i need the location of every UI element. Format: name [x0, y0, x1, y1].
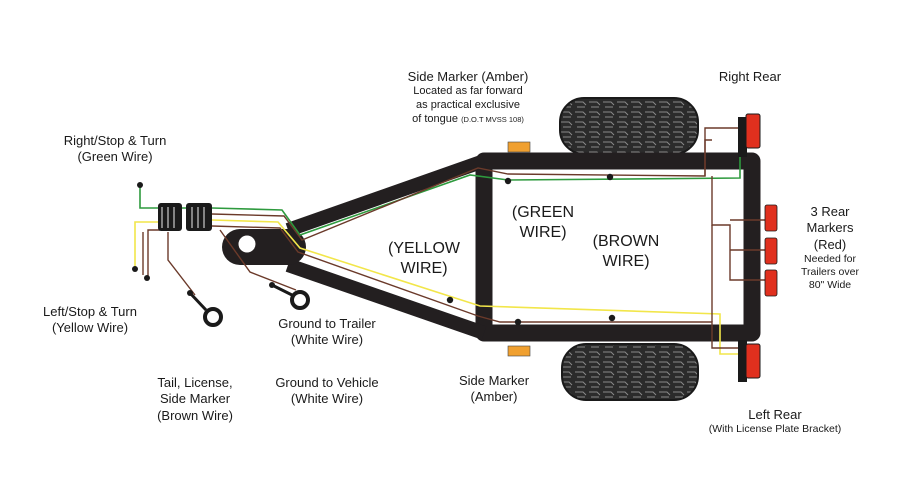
- rear-marker-lamps-red: [764, 204, 778, 297]
- brown-wire-line-1: (BROWN: [592, 233, 660, 250]
- left-tire: [561, 343, 699, 401]
- side-marker-front-note-3-small: (D.O.T MVSS 108): [461, 114, 524, 124]
- ground-ring-terminal-trailer: [271, 283, 310, 310]
- rear-markers-line-4: Needed for: [804, 252, 856, 265]
- yellow-wire-line-1: (YELLOW: [387, 240, 460, 257]
- yellow-wire-label: (YELLOW WIRE): [378, 239, 470, 279]
- side-marker-rear-label: Side Marker (Amber): [446, 373, 542, 406]
- rear-markers-line-5: Trailers over: [801, 265, 859, 278]
- four-way-connector: [158, 203, 212, 231]
- tail-license-line-2: Side Marker: [159, 391, 231, 407]
- left-rear-line-2: (With License Plate Bracket): [708, 423, 842, 436]
- right-stop-turn-label: Right/Stop & Turn (Green Wire): [50, 133, 180, 166]
- green-wire-label: (GREEN WIRE): [500, 203, 586, 243]
- right-rear-label: Right Rear: [718, 69, 782, 84]
- side-marker-front-title: Side Marker (Amber): [407, 69, 529, 84]
- ground-vehicle-label: Ground to Vehicle (White Wire): [262, 375, 392, 408]
- left-rear-label: Left Rear (With License Plate Bracket): [690, 407, 860, 436]
- side-marker-front-amber: [507, 141, 531, 153]
- rear-markers-label: 3 Rear Markers (Red) Needed for Trailers…: [790, 204, 870, 292]
- brown-wire: [142, 127, 765, 349]
- green-wire-line-2: WIRE): [519, 224, 567, 241]
- side-marker-rear-line-2: (Amber): [470, 389, 518, 405]
- tail-license-line-1: Tail, License,: [157, 375, 233, 390]
- green-wire-line-1: (GREEN: [511, 204, 575, 221]
- yellow-wire: [134, 219, 740, 355]
- rear-markers-line-1: 3 Rear: [810, 204, 850, 219]
- side-marker-front-note-3: of tongue (D.O.T MVSS 108): [385, 113, 551, 127]
- ground-trailer-line-2: (White Wire): [290, 332, 364, 348]
- tail-license-line-3: (Brown Wire): [157, 407, 233, 423]
- side-marker-front-note-1: Located as far forward: [413, 85, 523, 98]
- side-marker-rear-line-1: Side Marker: [458, 373, 530, 388]
- right-rear-lamp: [738, 113, 761, 157]
- brown-wire-line-2: WIRE): [602, 253, 650, 270]
- right-tire: [559, 97, 699, 155]
- left-rear-lamp: [738, 340, 761, 382]
- rear-markers-line-3: (Red): [813, 236, 847, 252]
- rear-markers-line-2: Markers: [806, 220, 854, 236]
- ground-trailer-line-1: Ground to Trailer: [278, 316, 376, 331]
- side-marker-front-label: Side Marker (Amber) Located as far forwa…: [385, 69, 551, 127]
- ground-trailer-label: Ground to Trailer (White Wire): [262, 316, 392, 349]
- side-marker-front-note-3-main: of tongue: [412, 112, 458, 125]
- brown-wire-label: (BROWN WIRE): [578, 232, 674, 272]
- ground-vehicle-line-1: Ground to Vehicle: [275, 375, 379, 390]
- side-marker-front-note-2: as practical exclusive: [416, 99, 520, 111]
- ground-ring-terminal-vehicle: [188, 291, 223, 327]
- side-marker-rear-amber: [507, 345, 531, 357]
- tail-license-label: Tail, License, Side Marker (Brown Wire): [138, 375, 252, 424]
- left-stop-turn-label: Left/Stop & Turn (Yellow Wire): [32, 304, 148, 337]
- right-stop-turn-line-1: Right/Stop & Turn: [63, 133, 167, 148]
- left-stop-turn-line-2: (Yellow Wire): [51, 320, 129, 336]
- right-stop-turn-line-2: (Green Wire): [77, 149, 153, 165]
- left-rear-line-1: Left Rear: [748, 407, 802, 422]
- coupler-hole: [238, 235, 256, 253]
- left-stop-turn-line-1: Left/Stop & Turn: [43, 304, 137, 319]
- ground-vehicle-line-2: (White Wire): [290, 391, 364, 407]
- yellow-wire-line-2: WIRE): [400, 260, 448, 277]
- rear-markers-line-6: 80" Wide: [808, 279, 852, 291]
